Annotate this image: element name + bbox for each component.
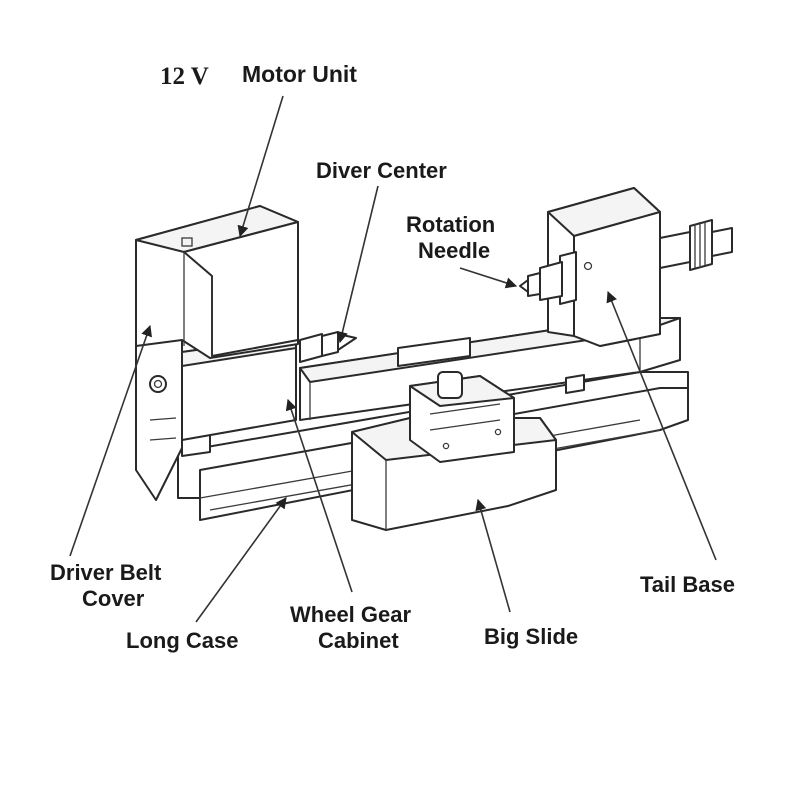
label-rotation-needle-line2: Needle	[418, 238, 490, 263]
label-big-slide: Big Slide	[484, 624, 578, 649]
label-wheel-gear-cabinet-line1: Wheel Gear	[290, 602, 411, 627]
label-rotation-needle-line1: Rotation	[406, 212, 495, 237]
leader-diver-center	[336, 185, 379, 344]
motor-unit	[135, 205, 299, 359]
leader-long-case	[195, 497, 287, 623]
leader-rotation-needle	[459, 267, 518, 289]
label-wheel-gear-cabinet-line2: Cabinet	[318, 628, 399, 653]
tail-base	[547, 187, 661, 347]
leader-big-slide	[475, 498, 511, 613]
label-long-case: Long Case	[126, 628, 238, 653]
labels: 12 V Motor Unit Diver Center Rotation Ne…	[50, 61, 735, 653]
tailstock-handwheel	[659, 219, 733, 271]
label-driver-belt-cover-line2: Cover	[82, 586, 145, 611]
leader-lines	[69, 95, 717, 623]
rotation-needle	[519, 261, 563, 301]
leader-driver-belt-cover	[69, 324, 152, 557]
label-diver-center: Diver Center	[316, 158, 447, 183]
diver-center	[299, 331, 357, 363]
leader-tail-base	[606, 290, 717, 561]
leader-motor-unit	[237, 95, 284, 238]
label-driver-belt-cover-line1: Driver Belt	[50, 560, 162, 585]
label-motor-unit: Motor Unit	[242, 61, 357, 87]
label-motor-unit-voltage: 12 V	[160, 63, 209, 90]
big-slide	[351, 371, 557, 531]
leader-wheel-gear-cabinet	[285, 398, 353, 593]
label-tail-base: Tail Base	[640, 572, 735, 597]
